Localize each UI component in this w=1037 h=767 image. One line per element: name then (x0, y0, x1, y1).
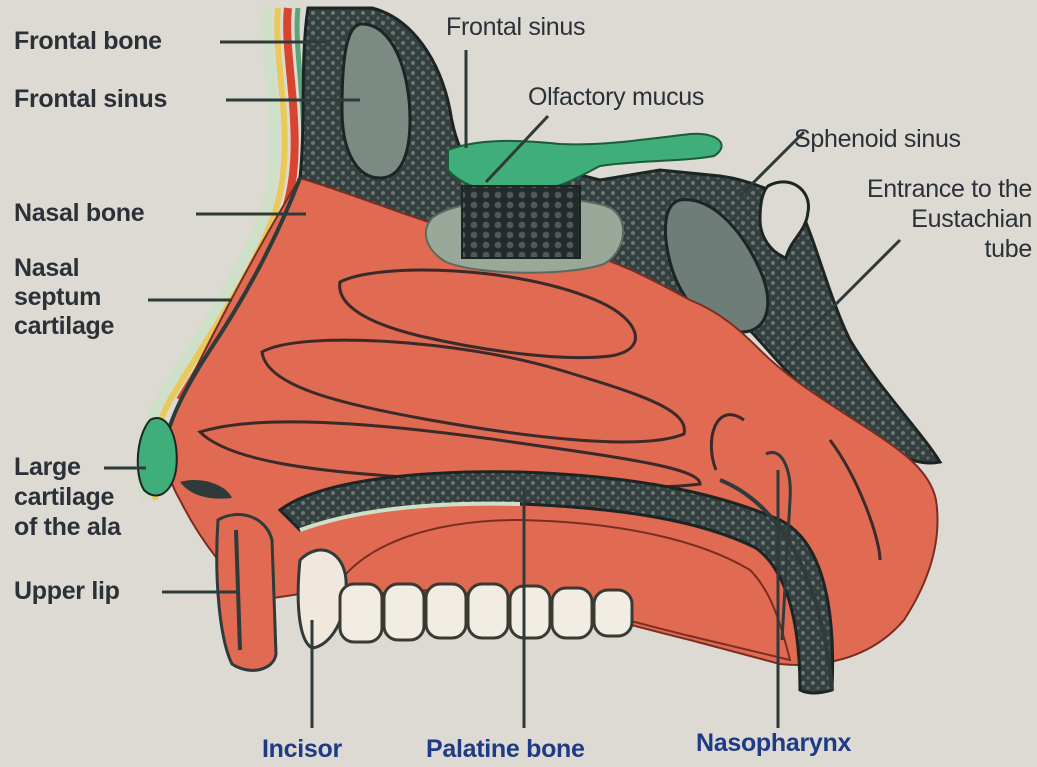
teeth-row (340, 584, 632, 642)
label-nasal-bone: Nasal bone (14, 200, 144, 226)
label-frontal-sinus-left: Frontal sinus (14, 86, 167, 112)
label-nasopharynx: Nasopharynx (696, 730, 851, 756)
ala-cartilage (138, 418, 177, 495)
label-incisor: Incisor (262, 736, 342, 762)
label-frontal-bone: Frontal bone (14, 28, 162, 54)
label-large-cartilage-ala: Large cartilage of the ala (14, 452, 121, 542)
label-nasal-septum-cartilage: Nasal septum cartilage (14, 254, 114, 341)
label-palatine-bone: Palatine bone (426, 736, 585, 762)
label-frontal-sinus-top: Frontal sinus (446, 14, 585, 40)
olfactory-mucus-block (462, 186, 580, 258)
label-upper-lip: Upper lip (14, 578, 120, 604)
label-eustachian-entrance: Entrance to the Eustachian tube (806, 174, 1032, 264)
label-sphenoid-sinus: Sphenoid sinus (794, 126, 961, 152)
label-olfactory-mucus: Olfactory mucus (528, 84, 704, 110)
